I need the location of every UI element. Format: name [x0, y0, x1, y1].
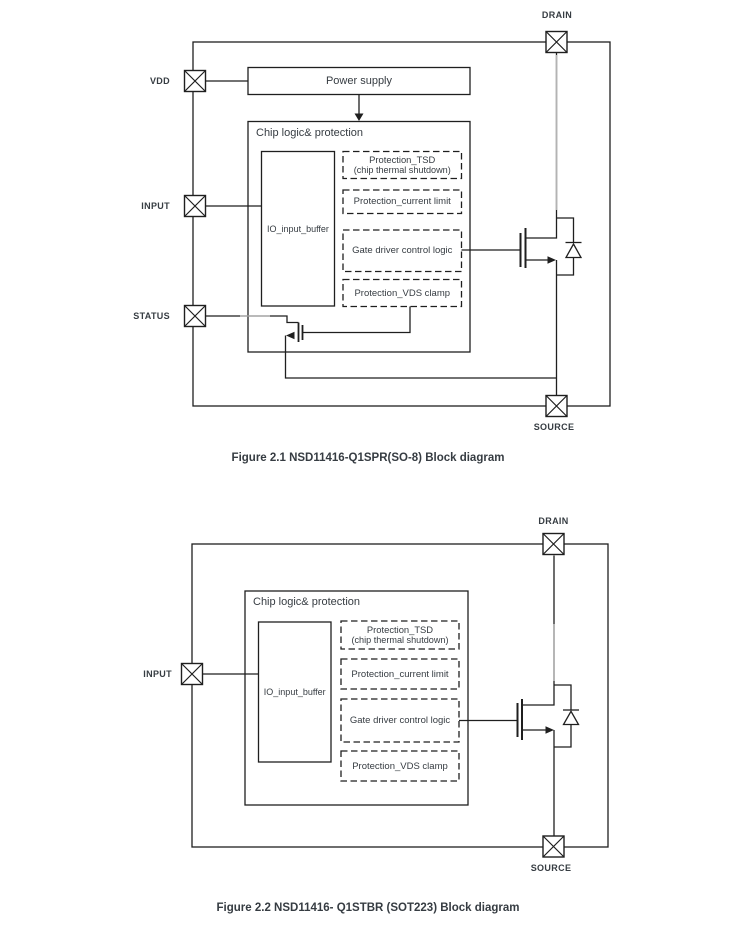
fig2-gate-driver-box — [340, 698, 460, 743]
fig2-io-buffer-box — [257, 621, 332, 763]
fig1-status-fet-arrow — [286, 331, 295, 340]
fig1-terminals — [183, 30, 568, 418]
fig1-tsd-line2: (chip thermal shutdown) — [353, 165, 451, 175]
fig2-protection-blocks — [340, 620, 460, 782]
fig2-io-buffer-label: IO_input_buffer — [263, 687, 326, 697]
fig1-protection-blocks — [342, 150, 463, 308]
fig1-gray-wire-segments — [240, 55, 558, 317]
fig2-input-terminal-icon — [180, 662, 204, 686]
fig2-tsd-box — [340, 620, 460, 650]
fig1-body-diode-icon — [564, 241, 583, 259]
fig1-vds-clamp-box — [342, 278, 463, 308]
fig1-mosfet-source-arrow — [547, 256, 556, 264]
fig1-status-terminal-icon — [183, 304, 207, 328]
fig2-caption: Figure 2.2 NSD11416- Q1STBR (SOT223) Blo… — [216, 902, 520, 914]
fig1-current-limit-box — [342, 189, 463, 215]
fig2-vds-clamp-label: Protection_VDS clamp — [352, 760, 448, 772]
fig1-input-terminal-icon — [183, 194, 207, 218]
fig1-pin-label-source: SOURCE — [533, 422, 575, 432]
fig2-drain-terminal-icon — [542, 532, 565, 556]
fig2-mosfet-bars — [516, 699, 523, 740]
fig2-vds-clamp-box — [340, 750, 460, 782]
fig1-source-terminal-icon — [545, 394, 568, 418]
fig1-pin-label-drain: DRAIN — [541, 10, 573, 20]
fig1-vdd-terminal-icon — [183, 69, 207, 93]
fig2-chip-logic-title: Chip logic& protection — [253, 596, 361, 608]
fig1-pin-label-status: STATUS — [133, 311, 170, 321]
fig1-io-buffer-label: IO_input_buffer — [267, 223, 329, 234]
fig2-tsd-label: Protection_TSD (chip thermal shutdown) — [341, 621, 459, 649]
fig2-gate-driver-label: Gate driver control logic — [349, 715, 451, 726]
fig1-device-outline — [192, 41, 611, 407]
fig1-power-arrowhead — [354, 113, 364, 121]
fig2-arrowheads — [545, 726, 554, 734]
fig2-pin-label-source: SOURCE — [530, 863, 572, 873]
fig1-status-fet-bars — [297, 322, 304, 342]
fig2-pin-label-input: INPUT — [143, 669, 172, 679]
fig1-chip-logic-title: Chip logic& protection — [256, 127, 364, 139]
fig1-chip-logic-box — [247, 120, 471, 353]
fig1-mosfet-bars — [519, 228, 527, 268]
figure2-diagram — [180, 532, 609, 858]
fig2-device-outline — [191, 543, 609, 848]
fig1-power-supply-label: Power supply — [325, 75, 393, 87]
fig2-pin-label-drain: DRAIN — [538, 516, 569, 526]
fig2-chip-logic-box — [244, 590, 469, 806]
fig2-wires — [203, 555, 572, 836]
fig1-tsd-box — [342, 150, 463, 180]
fig2-tsd-line1: Protection_TSD — [366, 623, 434, 635]
fig2-body-diode-icon — [562, 709, 580, 726]
fig1-pin-label-input: INPUT — [141, 201, 170, 211]
fig2-current-limit-box — [340, 658, 460, 690]
fig1-drain-terminal-icon — [545, 30, 568, 54]
fig1-current-limit-label: Protection_current limit — [353, 196, 451, 208]
figure1-diagram — [183, 30, 611, 418]
fig1-gate-driver-label: Gate driver control logic — [352, 245, 453, 257]
fig2-current-limit-label: Protection_current limit — [351, 668, 449, 680]
fig2-tsd-line2: (chip thermal shutdown) — [351, 635, 449, 645]
fig1-tsd-label: Protection_TSD (chip thermal shutdown) — [343, 152, 462, 179]
fig1-io-buffer-box — [260, 150, 336, 307]
fig2-source-terminal-icon — [542, 835, 565, 858]
fig1-vds-clamp-label: Protection_VDS clamp — [354, 287, 451, 299]
fig1-wires — [205, 52, 575, 396]
fig2-mosfet-source-arrow — [545, 726, 554, 734]
fig1-caption: Figure 2.1 NSD11416-Q1SPR(SO-8) Block di… — [231, 452, 505, 464]
fig1-arrowheads — [286, 113, 556, 340]
fig1-tsd-line1: Protection_TSD — [369, 153, 436, 165]
fig2-terminals — [180, 532, 565, 858]
fig1-pin-label-vdd: VDD — [149, 76, 170, 86]
